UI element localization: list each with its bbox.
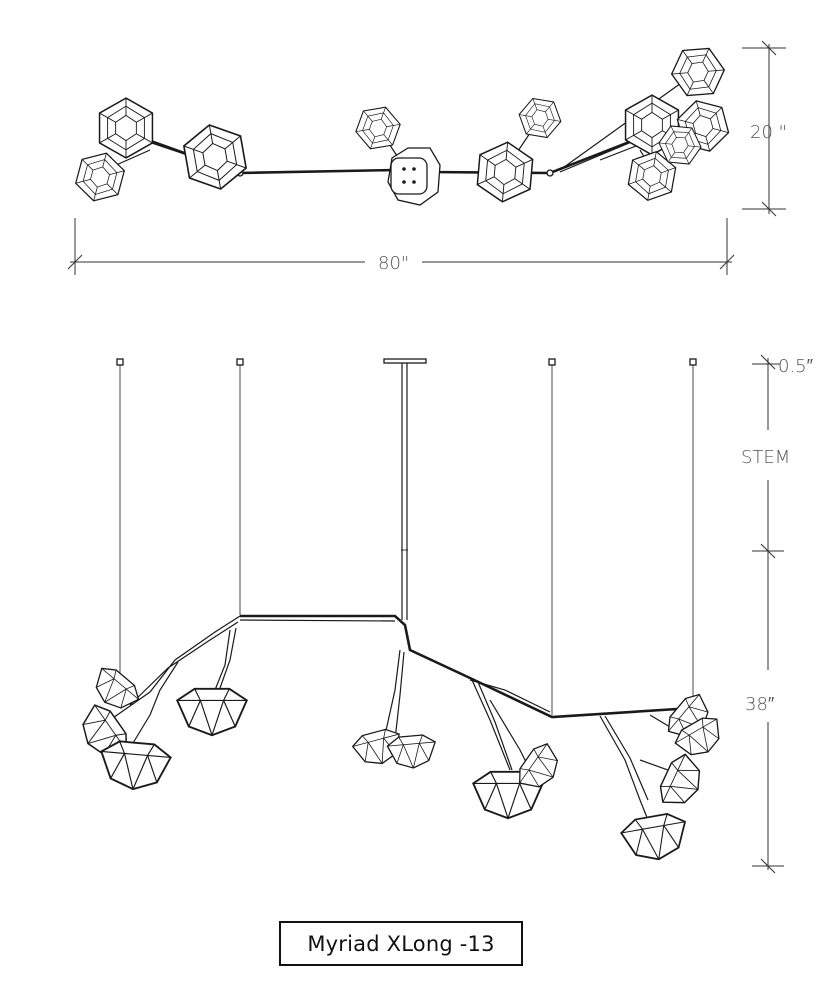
- crystal-side-view: [654, 749, 710, 815]
- height-label: 20 ": [750, 122, 787, 143]
- crystal-side-view: [176, 687, 248, 737]
- crystal-side-view: [97, 738, 173, 794]
- stem-label: STEM: [741, 447, 790, 468]
- crystal-top-view: [665, 38, 731, 106]
- crystal-side-view: [618, 810, 692, 866]
- product-title: Myriad XLong -13: [307, 931, 495, 956]
- crystal-top-view: [71, 146, 129, 208]
- height-dimension-side: 0.5″ STEM 38″: [741, 354, 814, 874]
- height-dimension-top: 20 ": [742, 40, 787, 217]
- canopy-gap-label: 0.5″: [778, 356, 814, 377]
- crystal-top-view: [98, 97, 154, 159]
- drop-label: 38″: [745, 694, 775, 715]
- side-view: 0.5″ STEM 38″: [71, 354, 814, 874]
- crystal-top-view: [351, 99, 405, 157]
- crystal-top-view: [515, 91, 565, 145]
- product-title-box: Myriad XLong -13: [279, 921, 523, 966]
- canopy-top-view: [387, 147, 441, 206]
- crystal-top-view: [180, 119, 250, 195]
- crystal-top-view: [475, 139, 535, 205]
- width-label: 80": [378, 253, 409, 274]
- top-view: 20 " 80": [67, 38, 787, 275]
- width-dimension-top: 80": [67, 218, 735, 275]
